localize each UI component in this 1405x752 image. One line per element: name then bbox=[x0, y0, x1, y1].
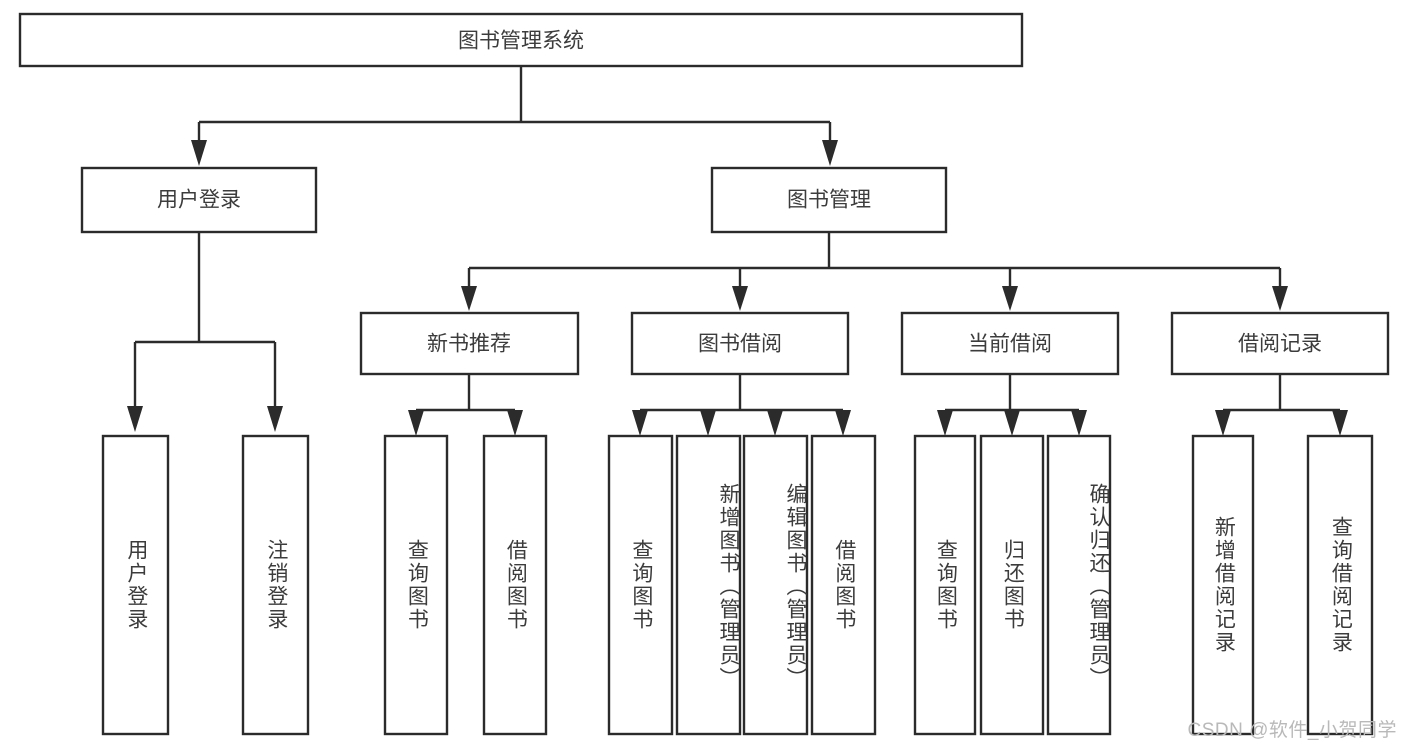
arrow-head-icon bbox=[408, 410, 424, 436]
node-box bbox=[18, 12, 1024, 68]
node-box bbox=[710, 166, 948, 234]
arrow-head-icon bbox=[1332, 410, 1348, 436]
arrow-head-icon bbox=[1071, 410, 1087, 436]
leaf-box[interactable] bbox=[913, 434, 977, 736]
node-box bbox=[900, 311, 1120, 376]
arrow-head-icon bbox=[767, 410, 783, 436]
arrow-head-icon bbox=[700, 410, 716, 436]
node-label: 用户登录 bbox=[157, 189, 241, 212]
arrow-head-icon bbox=[191, 140, 207, 166]
node-user-login[interactable]: 用户登录 bbox=[80, 166, 318, 234]
arrow-head-icon bbox=[127, 406, 143, 432]
node-label: 借阅记录 bbox=[1238, 333, 1322, 356]
connector-book-manage-to-level2 bbox=[461, 232, 1288, 311]
leaf-box[interactable] bbox=[607, 434, 674, 736]
leaf-box[interactable] bbox=[1306, 434, 1374, 736]
connector-current-borrow-to-leaves bbox=[937, 374, 1087, 436]
node-label: 图书管理系统 bbox=[458, 30, 584, 53]
arrow-head-icon bbox=[507, 410, 523, 436]
node-borrow-record[interactable]: 借阅记录 bbox=[1170, 311, 1390, 376]
arrow-head-icon bbox=[267, 406, 283, 432]
arrow-head-icon bbox=[632, 410, 648, 436]
connector-borrow-record-to-leaves bbox=[1215, 374, 1348, 436]
leaf-box[interactable] bbox=[383, 434, 449, 736]
connector-user-login-to-leaves bbox=[127, 232, 283, 432]
arrow-head-icon bbox=[461, 286, 477, 311]
leaf-box[interactable] bbox=[810, 434, 877, 736]
node-current-borrow[interactable]: 当前借阅 bbox=[900, 311, 1120, 376]
connector-root-to-level1 bbox=[191, 66, 838, 166]
node-label: 当前借阅 bbox=[968, 333, 1052, 356]
node-book-manage[interactable]: 图书管理 bbox=[710, 166, 948, 234]
arrow-head-icon bbox=[822, 140, 838, 166]
node-book-borrow[interactable]: 图书借阅 bbox=[630, 311, 850, 376]
leaf-boxes-group bbox=[101, 434, 1374, 736]
node-label: 新书推荐 bbox=[427, 333, 511, 356]
leaf-box[interactable] bbox=[742, 434, 809, 736]
node-label: 图书借阅 bbox=[698, 333, 782, 356]
leaf-box[interactable] bbox=[1191, 434, 1255, 736]
connector-new-book-recommend-to-leaves bbox=[408, 374, 523, 436]
watermark: CSDN @软件_小贺同学 bbox=[1187, 720, 1397, 741]
arrow-head-icon bbox=[1002, 286, 1018, 311]
node-box bbox=[359, 311, 580, 376]
node-box bbox=[630, 311, 850, 376]
node-root[interactable]: 图书管理系统 bbox=[18, 12, 1024, 68]
arrow-head-icon bbox=[1272, 286, 1288, 311]
arrow-head-icon bbox=[835, 410, 851, 436]
arrow-head-icon bbox=[732, 286, 748, 311]
leaf-box[interactable] bbox=[482, 434, 548, 736]
arrow-head-icon bbox=[1215, 410, 1231, 436]
leaf-box[interactable] bbox=[101, 434, 170, 736]
leaf-box[interactable] bbox=[979, 434, 1045, 736]
leaf-box[interactable] bbox=[675, 434, 742, 736]
leaf-box[interactable] bbox=[241, 434, 310, 736]
arrow-head-icon bbox=[1004, 410, 1020, 436]
leaf-box[interactable] bbox=[1046, 434, 1112, 736]
connector-book-borrow-to-leaves bbox=[632, 374, 851, 436]
node-label: 图书管理 bbox=[787, 189, 871, 212]
node-new-book-recommend[interactable]: 新书推荐 bbox=[359, 311, 580, 376]
node-box bbox=[1170, 311, 1390, 376]
arrow-head-icon bbox=[937, 410, 953, 436]
